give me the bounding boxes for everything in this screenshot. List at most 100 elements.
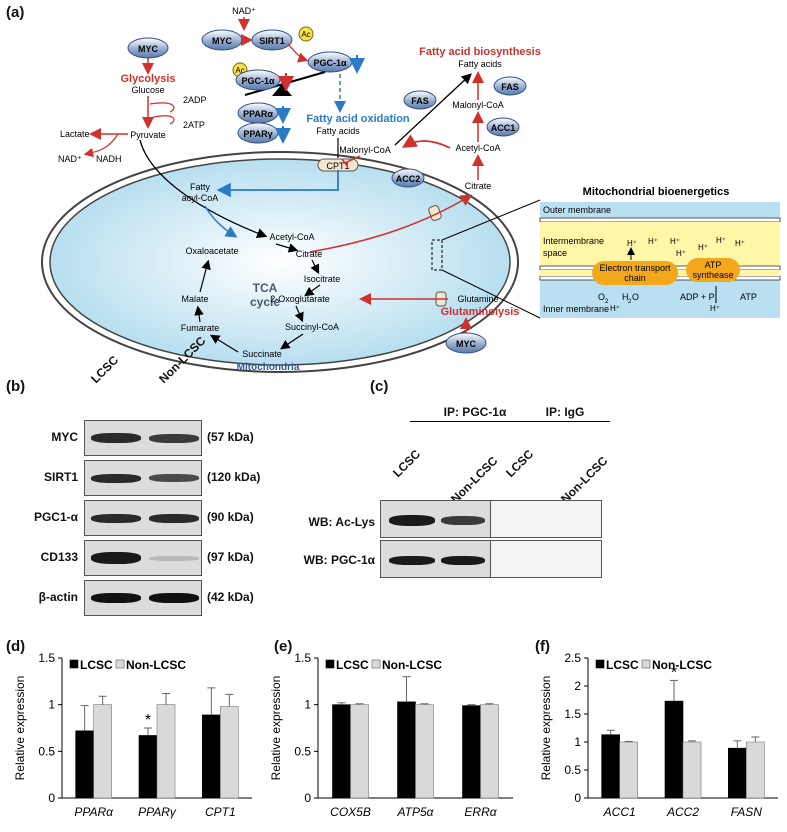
svg-text:H⁺: H⁺	[698, 243, 708, 252]
bar	[682, 741, 702, 799]
blot-b-row-label: CD133	[40, 550, 78, 564]
blot-c-col-2: Non-LCSC	[448, 453, 501, 506]
blot-b-kda: (90 kDa)	[207, 510, 254, 524]
svg-text:Fatty: Fatty	[190, 182, 211, 192]
svg-text:Acetyl-CoA: Acetyl-CoA	[269, 232, 314, 242]
blot-c-col-1: LCSC	[390, 446, 424, 480]
svg-text:FAS: FAS	[411, 96, 429, 106]
bar	[619, 741, 638, 799]
y-tick-label: 0.5	[294, 744, 311, 758]
blot-b-row-label: MYC	[51, 430, 78, 444]
x-tick-label: ACC1	[603, 805, 636, 819]
blot-band	[149, 474, 199, 482]
blot-b-kda: (97 kDa)	[207, 550, 254, 564]
svg-text:O: O	[632, 292, 639, 302]
svg-text:H⁺: H⁺	[610, 304, 620, 313]
svg-text:Malonyl-CoA: Malonyl-CoA	[452, 100, 504, 110]
glycolysis-label: Glycolysis	[120, 73, 175, 85]
legend-swatch-nonlcsc	[641, 659, 651, 669]
blot-c-row-pgc1a: WB: PGC-1α	[303, 553, 375, 567]
x-tick-label: CPT1	[205, 805, 236, 819]
panel-label-f: (f)	[535, 638, 550, 655]
panel-label-e: (e)	[274, 638, 293, 655]
x-tick-label: FASN	[731, 805, 762, 819]
svg-text:Citrate: Citrate	[296, 249, 323, 259]
svg-text:space: space	[543, 248, 567, 258]
svg-text:FAS: FAS	[501, 82, 519, 92]
blot-b-lane	[84, 580, 202, 616]
svg-text:Inner membrane: Inner membrane	[543, 304, 609, 314]
zoom-box	[431, 239, 443, 271]
y-tick-label: 1	[574, 735, 581, 749]
blot-c-pgc1a-ip	[380, 540, 492, 578]
blot-c-row-aclys: WB: Ac-Lys	[308, 515, 375, 529]
svg-text:Lactate: Lactate	[60, 129, 90, 139]
blot-band	[149, 433, 199, 443]
svg-text:cycle: cycle	[250, 295, 280, 309]
ip-pgc1a-header: IP: PGC-1α	[443, 405, 507, 419]
bar	[350, 704, 369, 799]
panel-label-d: (d)	[6, 638, 26, 655]
mitochondria-label: Mitochondria	[237, 362, 300, 373]
svg-text:Malate: Malate	[181, 294, 208, 304]
blot-band	[149, 513, 199, 523]
legend-swatch-nonlcsc	[115, 659, 125, 669]
bar	[480, 704, 499, 799]
legend-label-lcsc: LCSC	[606, 658, 639, 672]
mitochondrion-inner-membrane	[49, 158, 511, 366]
bar	[415, 704, 434, 799]
svg-text:Succinate: Succinate	[242, 349, 282, 359]
blot-c-aclys-igg	[490, 500, 602, 538]
x-tick-label: PPARγ	[138, 805, 177, 819]
blot-band	[149, 593, 199, 603]
x-tick-label: ATP5α	[397, 805, 435, 819]
svg-text:chain: chain	[624, 273, 646, 283]
svg-text:2: 2	[605, 299, 609, 305]
svg-text:2: 2	[628, 299, 632, 305]
ip-pgc1a-underline	[410, 421, 540, 422]
cpt1-label: CPT1	[326, 161, 349, 171]
svg-text:2-Oxoglutarate: 2-Oxoglutarate	[270, 294, 330, 304]
blot-c-pgc1a-igg	[490, 540, 602, 578]
fas-node-right	[493, 76, 527, 96]
y-tick-label: 1	[48, 698, 55, 712]
svg-text:Oxaloacetate: Oxaloacetate	[185, 246, 238, 256]
y-tick-label: 2.5	[564, 651, 581, 665]
bar	[332, 704, 351, 799]
bar	[220, 706, 239, 799]
blot-c-col-4: Non-LCSC	[558, 453, 611, 506]
svg-text:PPARα: PPARα	[243, 109, 273, 119]
svg-text:MYC: MYC	[456, 339, 477, 349]
panel-label-a: (a)	[6, 4, 25, 21]
blot-band	[91, 552, 141, 564]
legend-label-lcsc: LCSC	[336, 658, 369, 672]
bar	[93, 704, 112, 799]
svg-text:H⁺: H⁺	[710, 304, 720, 313]
svg-text:Electron transport: Electron transport	[599, 263, 671, 273]
svg-text:Pyruvate: Pyruvate	[130, 130, 166, 140]
atp-synthase	[686, 258, 740, 282]
svg-text:NADH: NADH	[96, 154, 122, 164]
svg-text:ATP: ATP	[740, 292, 757, 302]
y-axis-label: Relative expression	[539, 676, 553, 781]
glutaminolysis-label: Glutaminolysis	[441, 306, 520, 318]
svg-text:Fumarate: Fumarate	[181, 323, 220, 333]
x-tick-label: COX5B	[330, 805, 371, 819]
blot-c-col-3: LCSC	[503, 446, 537, 480]
x-tick-label: ERRα	[464, 805, 497, 819]
y-axis-label: Relative expression	[269, 676, 283, 781]
blot-b-kda: (42 kDa)	[207, 590, 254, 604]
x-tick-label: PPARα	[74, 805, 114, 819]
blot-b-row-label: β-actin	[38, 590, 78, 604]
svg-text:H: H	[622, 292, 629, 302]
legend-label-nonlcsc: Non-LCSC	[126, 658, 186, 672]
svg-text:PPARγ: PPARγ	[243, 129, 272, 139]
svg-text:H⁺: H⁺	[670, 237, 680, 246]
svg-text:ACC2: ACC2	[396, 174, 421, 184]
panel-label-c: (c)	[370, 378, 389, 395]
y-tick-label: 0	[304, 791, 311, 805]
svg-text:Citrate: Citrate	[465, 181, 492, 191]
legend-label-lcsc: LCSC	[80, 658, 113, 672]
significance-star: *	[145, 712, 151, 729]
y-tick-label: 0	[48, 791, 55, 805]
